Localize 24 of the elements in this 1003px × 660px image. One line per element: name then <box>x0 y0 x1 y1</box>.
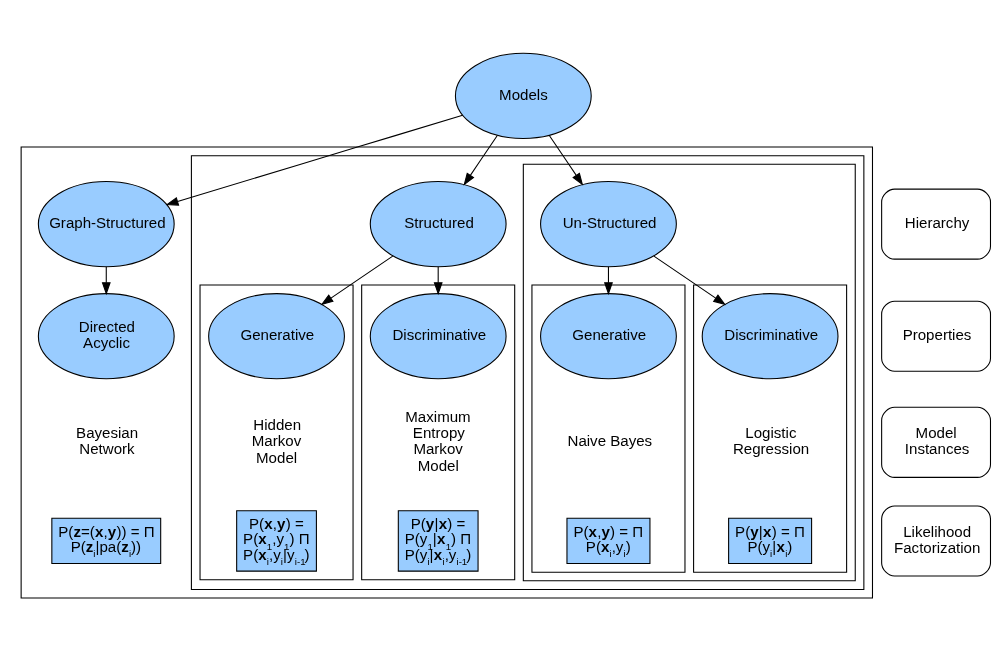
node-box: P(x,y) = Π P(x$_{i}$,y$_{i}$) <box>566 517 651 565</box>
node-ellipse: Un-Structured <box>540 181 677 268</box>
node-box: P(y|x) = Π P(y$_{i}$|x$_{i}$) <box>728 517 813 565</box>
arrow <box>548 134 584 186</box>
cluster <box>20 146 873 599</box>
node-box: Model Instances <box>881 406 992 478</box>
arrow <box>653 255 727 306</box>
node-ellipse: Structured <box>369 181 507 268</box>
node-box: Hierarchy <box>881 188 992 260</box>
node-box: P(x,y) = P(x$_{1}$,y$_{1}$) Π P(x$_{i}$,y$_{i}$|y$_{i-1}$) <box>236 510 317 572</box>
node-ellipse: Directed Acyclic <box>37 293 175 380</box>
node-text: Bayesian Network <box>76 424 139 458</box>
node-ellipse: Generative <box>540 293 677 380</box>
arrow <box>463 134 498 186</box>
arrow <box>165 114 464 206</box>
cluster <box>522 163 856 582</box>
node-ellipse: Discriminative <box>369 293 507 380</box>
node-box: Likelihood Factorization <box>881 505 992 577</box>
node-ellipse: Graph-Structured <box>37 181 175 268</box>
node-box: Properties <box>881 300 992 372</box>
cluster <box>190 155 865 590</box>
arrow <box>320 255 394 306</box>
node-box: P(z=(x,y)) = Π P(z$_{i}$|pa(z$_{i}$)) <box>51 517 162 565</box>
node-ellipse: Models <box>454 52 592 139</box>
